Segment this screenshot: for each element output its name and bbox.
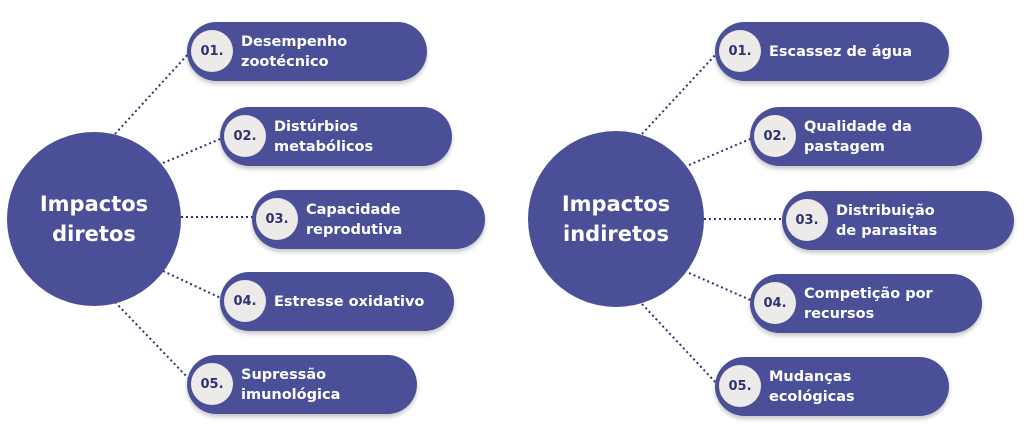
right-item-3: 03. Distribuição de parasitas (782, 191, 1014, 250)
left-item-2: 02. Distúrbios metabólicos (220, 107, 452, 166)
connector-right-5 (641, 303, 719, 386)
item-label-line2: imunológica (241, 386, 341, 403)
item-label-line1: Desempenho (241, 33, 348, 50)
hub-indirect-impacts: Impactos indiretos (528, 131, 704, 307)
item-label-line2: reprodutiva (306, 221, 403, 238)
item-label-line1: Competição por (804, 285, 933, 302)
connector-right-2 (688, 136, 756, 166)
item-label-line1: Escassez de água (769, 43, 913, 60)
item-label-line1: Mudanças (769, 368, 852, 385)
hub-label-line1: Impactos (561, 192, 671, 216)
item-label-line1: Qualidade da (804, 118, 912, 135)
item-number-badge: 03. (786, 199, 828, 241)
item-number-badge: 05. (719, 365, 761, 407)
item-label-line2: pastagem (804, 138, 885, 155)
item-label-line1: Supressão (241, 366, 327, 383)
connector-right-1 (641, 51, 719, 135)
item-number-badge: 02. (754, 115, 796, 157)
right-item-1: 01. Escassez de água (715, 22, 949, 81)
connector-left-4 (162, 270, 226, 301)
item-number-badge: 04. (224, 280, 266, 322)
item-label-line2: zootécnico (241, 53, 329, 70)
left-item-3: 03. Capacidade reprodutiva (252, 190, 485, 249)
item-label-line1: Estresse oxidativo (274, 293, 425, 310)
item-number-badge: 03. (256, 198, 298, 240)
connector-left-1 (114, 51, 191, 135)
hub-label-line2: diretos (52, 222, 136, 246)
connector-left-5 (114, 301, 191, 381)
item-label-line1: Distúrbios (274, 118, 358, 135)
item-number-badge: 05. (191, 363, 233, 405)
connector-left-2 (162, 136, 226, 164)
item-label-line2: recursos (804, 305, 875, 322)
item-number-badge: 01. (191, 30, 233, 72)
hub-label-line1: Impactos (39, 192, 149, 216)
right-item-2: 02. Qualidade da pastagem (750, 107, 982, 166)
item-label-line1: Capacidade (306, 201, 401, 218)
hub-direct-impacts: Impactos diretos (7, 132, 181, 306)
connector-right-4 (688, 272, 756, 303)
item-label-line2: ecológicas (769, 388, 855, 405)
right-item-4: 04. Competição por recursos (750, 274, 982, 333)
item-label-line2: metabólicos (274, 138, 374, 155)
item-number-badge: 02. (224, 115, 266, 157)
left-item-4: 04. Estresse oxidativo (220, 272, 454, 331)
left-item-1: 01. Desempenho zootécnico (187, 22, 427, 81)
item-number-badge: 01. (719, 30, 761, 72)
item-number-badge: 04. (754, 282, 796, 324)
left-item-5: 05. Supressão imunológica (187, 355, 417, 414)
item-label-line1: Distribuição (836, 202, 935, 219)
right-item-5: 05. Mudanças ecológicas (715, 357, 949, 416)
hub-label-line2: indiretos (563, 222, 669, 246)
item-label-line2: de parasitas (836, 222, 938, 239)
